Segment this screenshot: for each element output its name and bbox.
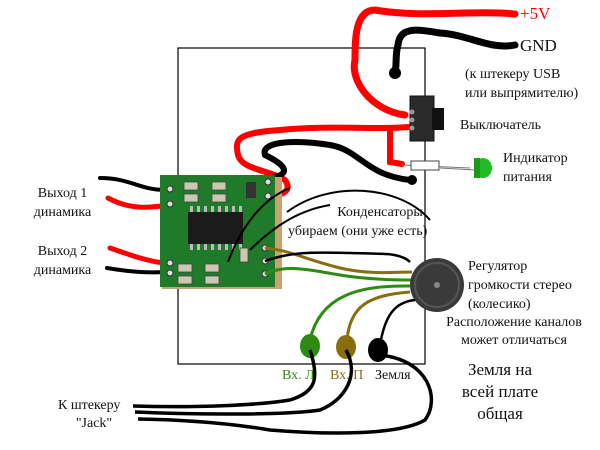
jack-label-line1: К штекеру [58, 398, 121, 413]
caps-label-line2: убираем (они уже есть) [288, 224, 428, 239]
common-ground-line1: Земля на [467, 360, 532, 379]
input-ground-terminal [368, 338, 388, 362]
wire-board-r [264, 246, 413, 275]
wire-out1-pos [105, 195, 171, 210]
gnd-end-blob [389, 67, 401, 79]
volume-label-line1: Регулятор [468, 259, 528, 274]
input-right-terminal [336, 335, 356, 359]
wire-plus5v [350, 6, 519, 119]
led-indicator [401, 158, 492, 178]
out1-label-line2: динамика [33, 205, 92, 220]
jack-wire-1 [132, 349, 317, 409]
caps-arc [286, 189, 431, 221]
power-switch [409, 95, 444, 142]
wire-out1-neg [98, 176, 167, 192]
arrow-to-cap-r [249, 204, 331, 251]
amplifier-board [160, 175, 282, 289]
jack-wire-2 [134, 349, 354, 416]
arrow-to-cap-l [227, 187, 291, 263]
plus5v-label: +5V [520, 4, 551, 23]
usb-note-line2: или выпрямителю) [465, 86, 579, 101]
wire-pot-in-l [308, 284, 411, 341]
channels-label-line1: Расположение каналов [446, 315, 582, 330]
wire-board-gnd [264, 251, 411, 263]
volume-label-line2: громкости стерео [468, 278, 572, 293]
wire-ground-board [255, 139, 413, 183]
volume-label-line3: (колесико) [468, 297, 531, 312]
ground-end-blob [407, 175, 417, 185]
jack-label-line2: "Jack" [75, 416, 113, 431]
wire-out2-neg [105, 266, 167, 275]
wire-gnd [391, 26, 519, 76]
out1-label-line1: Выход 1 [37, 186, 88, 201]
input-ground-label: Земля [375, 368, 411, 383]
common-ground-line3: общая [477, 404, 523, 423]
wire-out2-pos [107, 245, 168, 266]
out2-label-line1: Выход 2 [37, 244, 88, 259]
input-right-label: Вх. П [330, 368, 364, 383]
indicator-label-line2: питания [503, 170, 552, 185]
wire-board-l [264, 266, 413, 282]
wire-pot-in-r [345, 290, 411, 341]
channels-label-line2: может отличаться [461, 333, 567, 348]
input-left-terminal [300, 334, 320, 358]
wire-pot-gnd [378, 298, 416, 346]
indicator-label-line1: Индикатор [503, 151, 568, 166]
input-left-label: Вх. Л [282, 368, 315, 383]
wire-switch-to-resistor [387, 125, 405, 167]
caps-label-line1: Конденсаторы [337, 205, 423, 220]
usb-note-line1: (к штекеру USB [465, 67, 561, 82]
volume-knob [410, 258, 464, 312]
switch-label: Выключатель [460, 118, 542, 133]
wire-switch-to-board [233, 124, 411, 199]
jack-wire-3 [137, 353, 434, 435]
common-ground-line2: всей плате [461, 382, 539, 401]
out2-label-line2: динамика [33, 263, 92, 278]
gnd-label: GND [520, 36, 557, 55]
